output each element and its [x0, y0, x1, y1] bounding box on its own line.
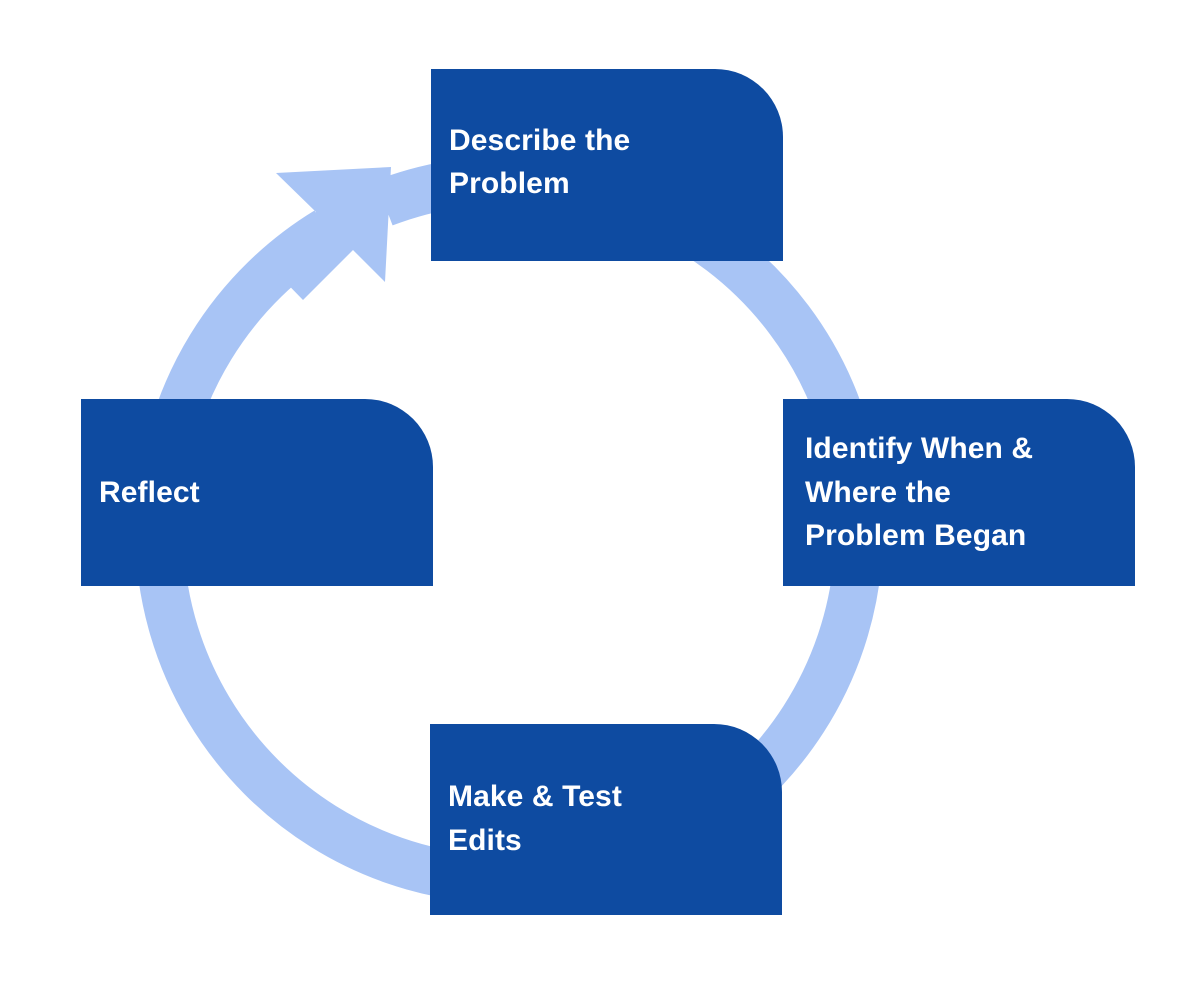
step-label-identify: Identify When & Where the Problem Began	[805, 432, 1034, 553]
step-label-describe: Describe the Problem	[449, 123, 631, 201]
step-label-make-test-edits: Make & Test Edits	[448, 780, 622, 857]
step-box-identify[interactable]: Identify When & Where the Problem Began	[783, 399, 1135, 586]
step-box-describe[interactable]: Describe the Problem	[431, 69, 783, 261]
circular-arrow-head-icon	[266, 167, 391, 300]
step-box-make-test-edits[interactable]: Make & Test Edits	[430, 724, 782, 915]
step-box-reflect[interactable]: Reflect	[81, 399, 433, 586]
step-label-reflect: Reflect	[99, 475, 200, 509]
